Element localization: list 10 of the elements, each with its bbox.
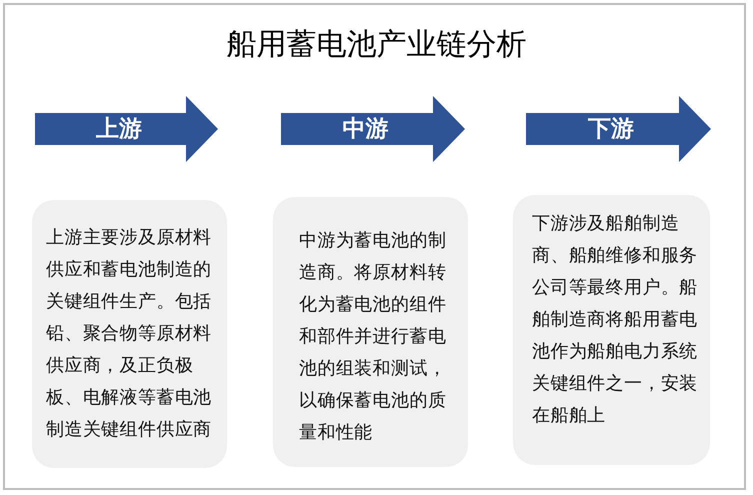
stage-label: 中游 (342, 116, 388, 142)
stage-label: 下游 (588, 116, 634, 142)
arrow-shape (281, 96, 465, 162)
description-text: 上游主要涉及原材料供应和蓄电池制造的关键组件生产。包括铅、聚合物等原材料供应商，及正负极板、电解液等蓄电池制造关键组件供应商 (46, 226, 213, 441)
arrow-shape (35, 96, 218, 162)
title: 船用蓄电池产业链分析 (226, 27, 526, 63)
arrow-shape (526, 96, 711, 162)
description-text: 下游涉及船舶制造商、船舶维修和服务公司等最终用户。船舶制造商将船用蓄电池作为船舶电力系统关键组件之一，安装在船舶上 (532, 212, 699, 427)
stage-label: 上游 (96, 116, 142, 142)
description-text: 中游为蓄电池的制造商。将原材料转化为蓄电池的组件和部件并进行蓄电池的组装和测试，以确保蓄电池的质量和性能 (299, 229, 448, 444)
